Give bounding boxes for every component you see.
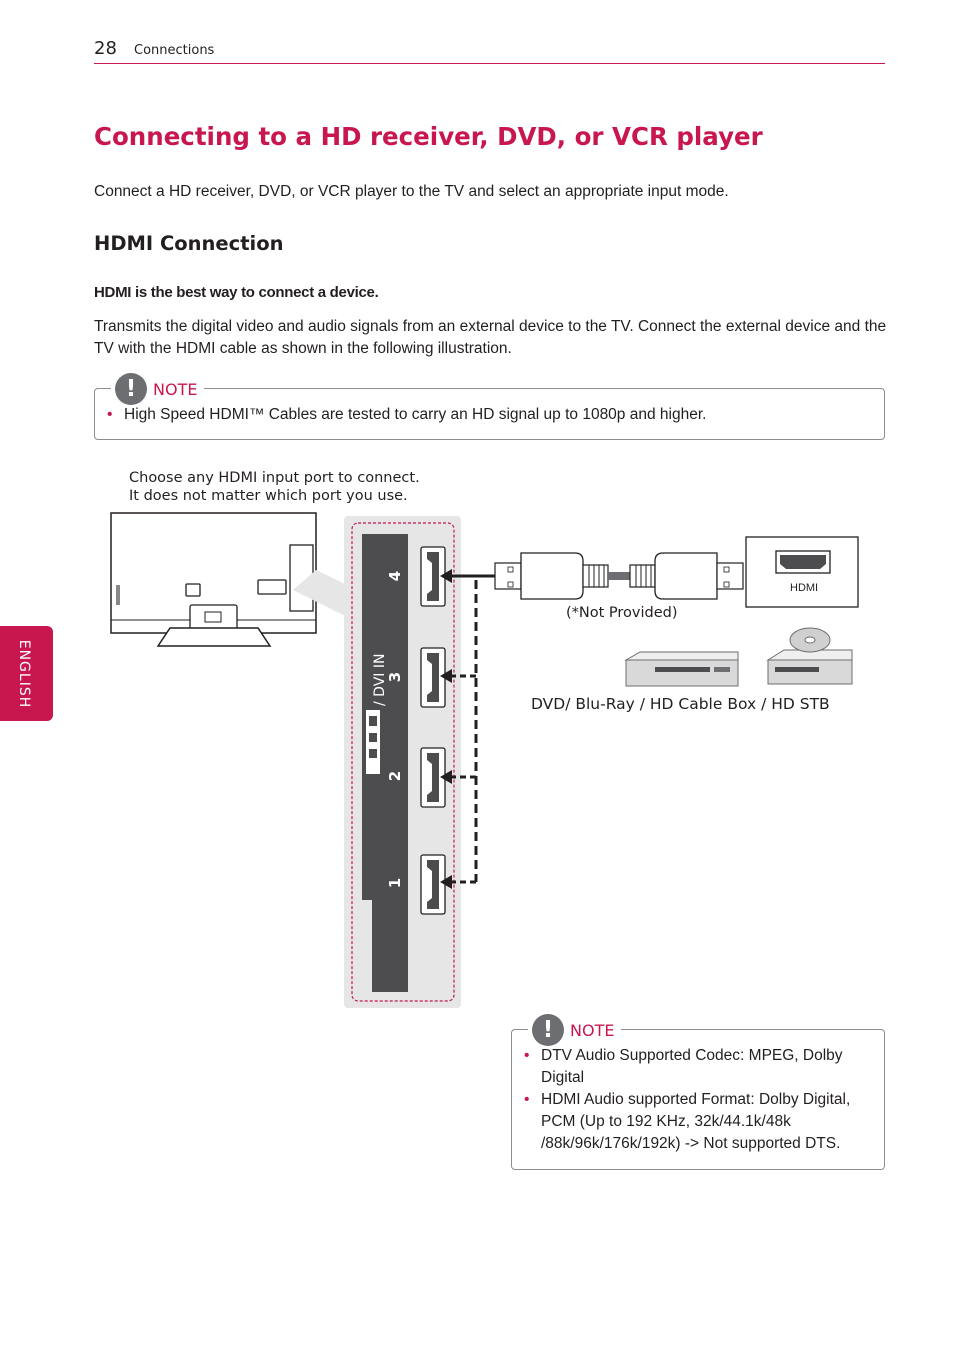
note-header: ! NOTE bbox=[111, 373, 205, 405]
language-tab-label: ENGLISH bbox=[16, 639, 32, 709]
devices-label: DVD/ Blu-Ray / HD Cable Box / HD STB bbox=[531, 695, 830, 713]
bullet-icon: • bbox=[524, 1091, 530, 1108]
hdmi-cable bbox=[494, 552, 744, 600]
note-item: • DTV Audio Supported Codec: MPEG, Dolby… bbox=[524, 1047, 843, 1086]
port-number: 4 bbox=[386, 570, 405, 582]
hdmi-port-panel bbox=[344, 516, 461, 1008]
note-label: NOTE bbox=[153, 379, 198, 399]
page-header: 28 Connections bbox=[94, 38, 885, 64]
cable-note: (*Not Provided) bbox=[566, 605, 678, 621]
intro-text: Connect a HD receiver, DVD, or VCR playe… bbox=[94, 183, 729, 200]
section-name: Connections bbox=[134, 43, 215, 58]
note-item: • HDMI Audio supported Format: Dolby Dig… bbox=[524, 1091, 851, 1152]
dvd-player-illustration bbox=[624, 651, 739, 687]
description-text: Transmits the digital video and audio si… bbox=[94, 318, 887, 357]
device-port-label: HDMI bbox=[790, 582, 819, 594]
emphasis-text: HDMI is the best way to connect a device… bbox=[94, 284, 379, 301]
page-title: Connecting to a HD receiver, DVD, or VCR… bbox=[94, 122, 763, 151]
exclamation-icon: ! bbox=[115, 373, 147, 405]
note-item: • High Speed HDMI™ Cables are tested to … bbox=[107, 404, 877, 426]
page-number: 28 bbox=[94, 38, 117, 59]
device-hdmi-port bbox=[745, 536, 859, 608]
exclamation-icon: ! bbox=[532, 1014, 564, 1046]
note-box: ! NOTE • High Speed HDMI™ Cables are tes… bbox=[94, 373, 885, 440]
note-box: ! NOTE • DTV Audio Supported Codec: MPEG… bbox=[511, 1014, 885, 1170]
port-number: 2 bbox=[386, 770, 405, 782]
section-heading: HDMI Connection bbox=[94, 232, 284, 255]
bluray-player-illustration bbox=[766, 627, 853, 685]
diagram-caption: Choose any HDMI input port to connect. I… bbox=[129, 470, 420, 504]
port-number: 1 bbox=[386, 877, 405, 889]
port-panel-label: / DVI IN bbox=[372, 653, 388, 706]
connection-lines bbox=[440, 569, 495, 889]
note-label: NOTE bbox=[570, 1020, 615, 1040]
note-header: ! NOTE bbox=[528, 1014, 622, 1046]
language-tab: ENGLISH bbox=[0, 626, 53, 721]
bullet-icon: • bbox=[107, 406, 113, 423]
bullet-icon: • bbox=[524, 1047, 530, 1064]
port-number: 3 bbox=[386, 671, 405, 683]
tv-back-illustration bbox=[110, 512, 317, 647]
